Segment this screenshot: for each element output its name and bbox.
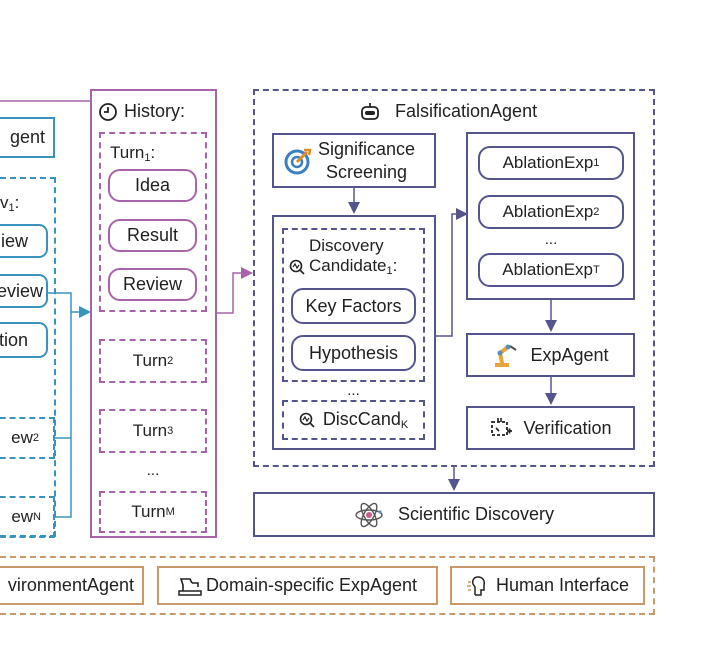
candidate-header: Discovery Candidate1: xyxy=(289,236,397,281)
robot-icon xyxy=(359,102,381,122)
disccand-k-box: DiscCandK xyxy=(282,400,425,440)
left-item-review-highlight: eview xyxy=(0,274,48,308)
significance-screening-box: Significance Screening xyxy=(272,133,436,188)
significance-line1: Significance xyxy=(318,138,416,159)
review-turn-label: v1: xyxy=(0,193,20,214)
lab-arm-icon xyxy=(178,576,202,596)
history-item-idea: Idea xyxy=(108,169,197,202)
discovery-candidates-container xyxy=(272,215,436,450)
left-item-review: iew xyxy=(0,224,48,258)
history-ellipsis: ... xyxy=(146,461,160,479)
ablation-ellipsis: ... xyxy=(544,230,558,248)
verification-box: Verification xyxy=(466,406,635,450)
falsification-title-text: FalsificationAgent xyxy=(395,101,538,121)
atom-icon xyxy=(354,500,384,530)
bottom-agents-container xyxy=(0,556,655,615)
candidate-line1: Discovery xyxy=(309,236,384,255)
environment-agent-box: vironmentAgent xyxy=(0,566,144,605)
domain-exp-agent-box: Domain-specific ExpAgent xyxy=(157,566,438,605)
history-title-text: History: xyxy=(124,101,186,121)
left-item-action: tion xyxy=(0,322,48,358)
scientific-discovery-box: Scientific Discovery xyxy=(253,492,655,537)
human-icon xyxy=(466,574,488,598)
clock-icon xyxy=(98,102,118,122)
discovery-candidate-1 xyxy=(282,228,425,382)
analysis-icon xyxy=(299,412,315,428)
key-factors-pill: Key Factors xyxy=(291,288,416,324)
analysis-icon xyxy=(289,252,305,281)
candidate-line2: Candidate1: xyxy=(309,256,398,277)
verification-icon xyxy=(489,417,513,439)
history-title: History: xyxy=(98,101,185,122)
candidate-ellipsis: ... xyxy=(347,381,360,399)
history-item-review: Review xyxy=(108,268,197,301)
history-item-result: Result xyxy=(108,219,197,252)
agent-label: gent xyxy=(9,127,45,147)
robot-arm-icon xyxy=(492,341,520,369)
ablation-container xyxy=(466,132,635,300)
target-icon xyxy=(284,147,312,175)
hypothesis-pill: Hypothesis xyxy=(291,335,416,371)
agent-box: gent xyxy=(0,117,55,158)
history-turn1 xyxy=(99,132,207,312)
exp-agent-box: ExpAgent xyxy=(466,333,635,377)
significance-line2: Screening xyxy=(326,161,408,182)
human-interface-box: Human Interface xyxy=(450,566,645,605)
falsification-agent-container xyxy=(253,89,655,467)
history-turn1-label: Turn1: xyxy=(110,143,156,164)
history-panel xyxy=(90,89,217,538)
falsification-title: FalsificationAgent xyxy=(359,101,537,122)
